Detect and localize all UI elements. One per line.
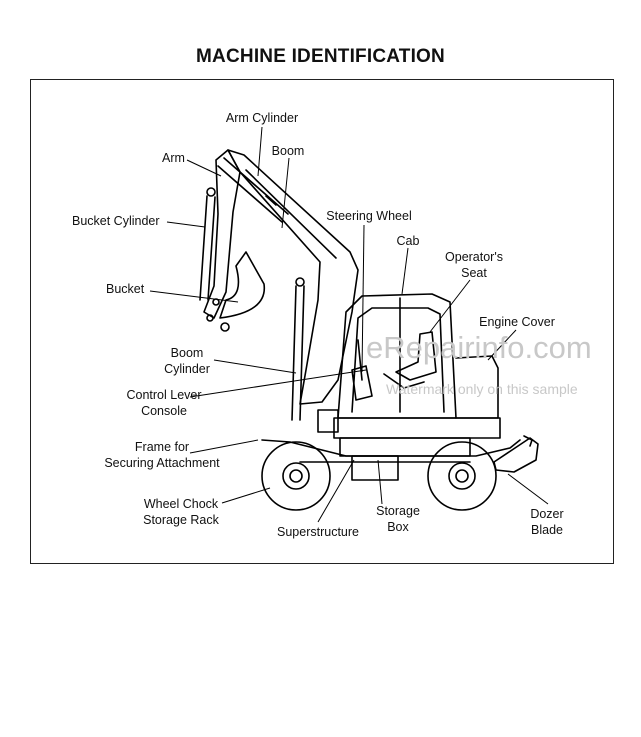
storage-box-outline [351,455,399,481]
label-engine-cover: Engine Cover [479,315,555,329]
label-operators-seat: Operator's Seat [436,249,512,281]
leader-arm [186,159,222,177]
leader-bucket [149,290,239,303]
label-frame-attachment-line2: Securing Attachment [104,456,220,470]
label-operators-seat-line1: Operator's [445,250,503,264]
watermark-main: eRepairinfo.com [366,330,592,365]
leader-arm-cylinder [257,126,263,177]
label-control-lever-console: Control Lever Console [118,387,210,419]
label-dozer-blade-line2: Blade [531,523,563,537]
leader-dozer-blade [507,473,549,505]
leader-storage-box [377,459,383,505]
label-frame-attachment-line1: Frame for [134,440,190,454]
label-wheel-chock-line2: Storage Rack [143,513,219,527]
leader-steering-wheel [361,224,365,373]
leader-wheel-chock [221,487,271,504]
arm-cylinder-outline [217,157,289,223]
superstructure-outline [333,417,501,439]
label-steering-wheel: Steering Wheel [326,209,412,223]
label-boom: Boom [271,144,305,158]
label-frame-attachment: Frame for Securing Attachment [96,439,228,471]
label-storage-box-line2: Box [387,520,409,534]
label-cab: Cab [396,234,420,248]
label-dozer-blade: Dozer Blade [522,506,572,538]
bucket-cylinder-outline [199,195,216,301]
label-operators-seat-line2: Seat [461,266,487,280]
label-dozer-blade-line1: Dozer [530,507,564,521]
leader-bucket-cylinder [166,221,206,228]
label-storage-box-line1: Storage [376,504,420,518]
arm-outline [203,149,241,319]
page-title: MACHINE IDENTIFICATION [196,46,445,67]
bucket-outline [219,251,266,319]
label-boom-cylinder-line2: Cylinder [164,362,210,376]
chassis-outline [261,439,521,457]
label-boom-cylinder-line1: Boom [170,346,204,360]
leader-cab [401,247,409,295]
leader-engine-cover [487,329,517,361]
leader-control-lever [189,369,367,398]
diagram-frame [30,79,614,564]
label-arm: Arm [162,151,185,165]
label-storage-box: Storage Box [368,503,428,535]
label-wheel-chock-line1: Wheel Chock [143,497,219,511]
label-wheel-chock-rack: Wheel Chock Storage Rack [134,496,228,528]
leader-operators-seat [429,279,471,333]
leader-superstructure [317,459,355,523]
label-superstructure: Superstructure [277,525,359,539]
boom-cylinder-outline [291,285,305,421]
leader-boom-top [281,157,290,229]
label-control-lever-line2: Console [141,404,187,418]
leader-frame-attach [189,439,259,454]
boom-outline [227,149,359,405]
label-boom-cylinder: Boom Cylinder [152,345,222,377]
watermark-sub: Watermark only on this sample [386,381,578,397]
label-bucket: Bucket [106,282,145,296]
operators-seat-outline [395,331,437,381]
label-control-lever-line1: Control Lever [126,388,202,402]
front-wheel-outline [261,441,331,511]
dozer-blade-outline [493,437,539,473]
label-arm-cylinder: Arm Cylinder [225,111,299,125]
label-bucket-cylinder: Bucket Cylinder [72,214,160,228]
rear-wheel-outline [427,441,497,511]
leader-boom-cylinder [213,359,297,374]
